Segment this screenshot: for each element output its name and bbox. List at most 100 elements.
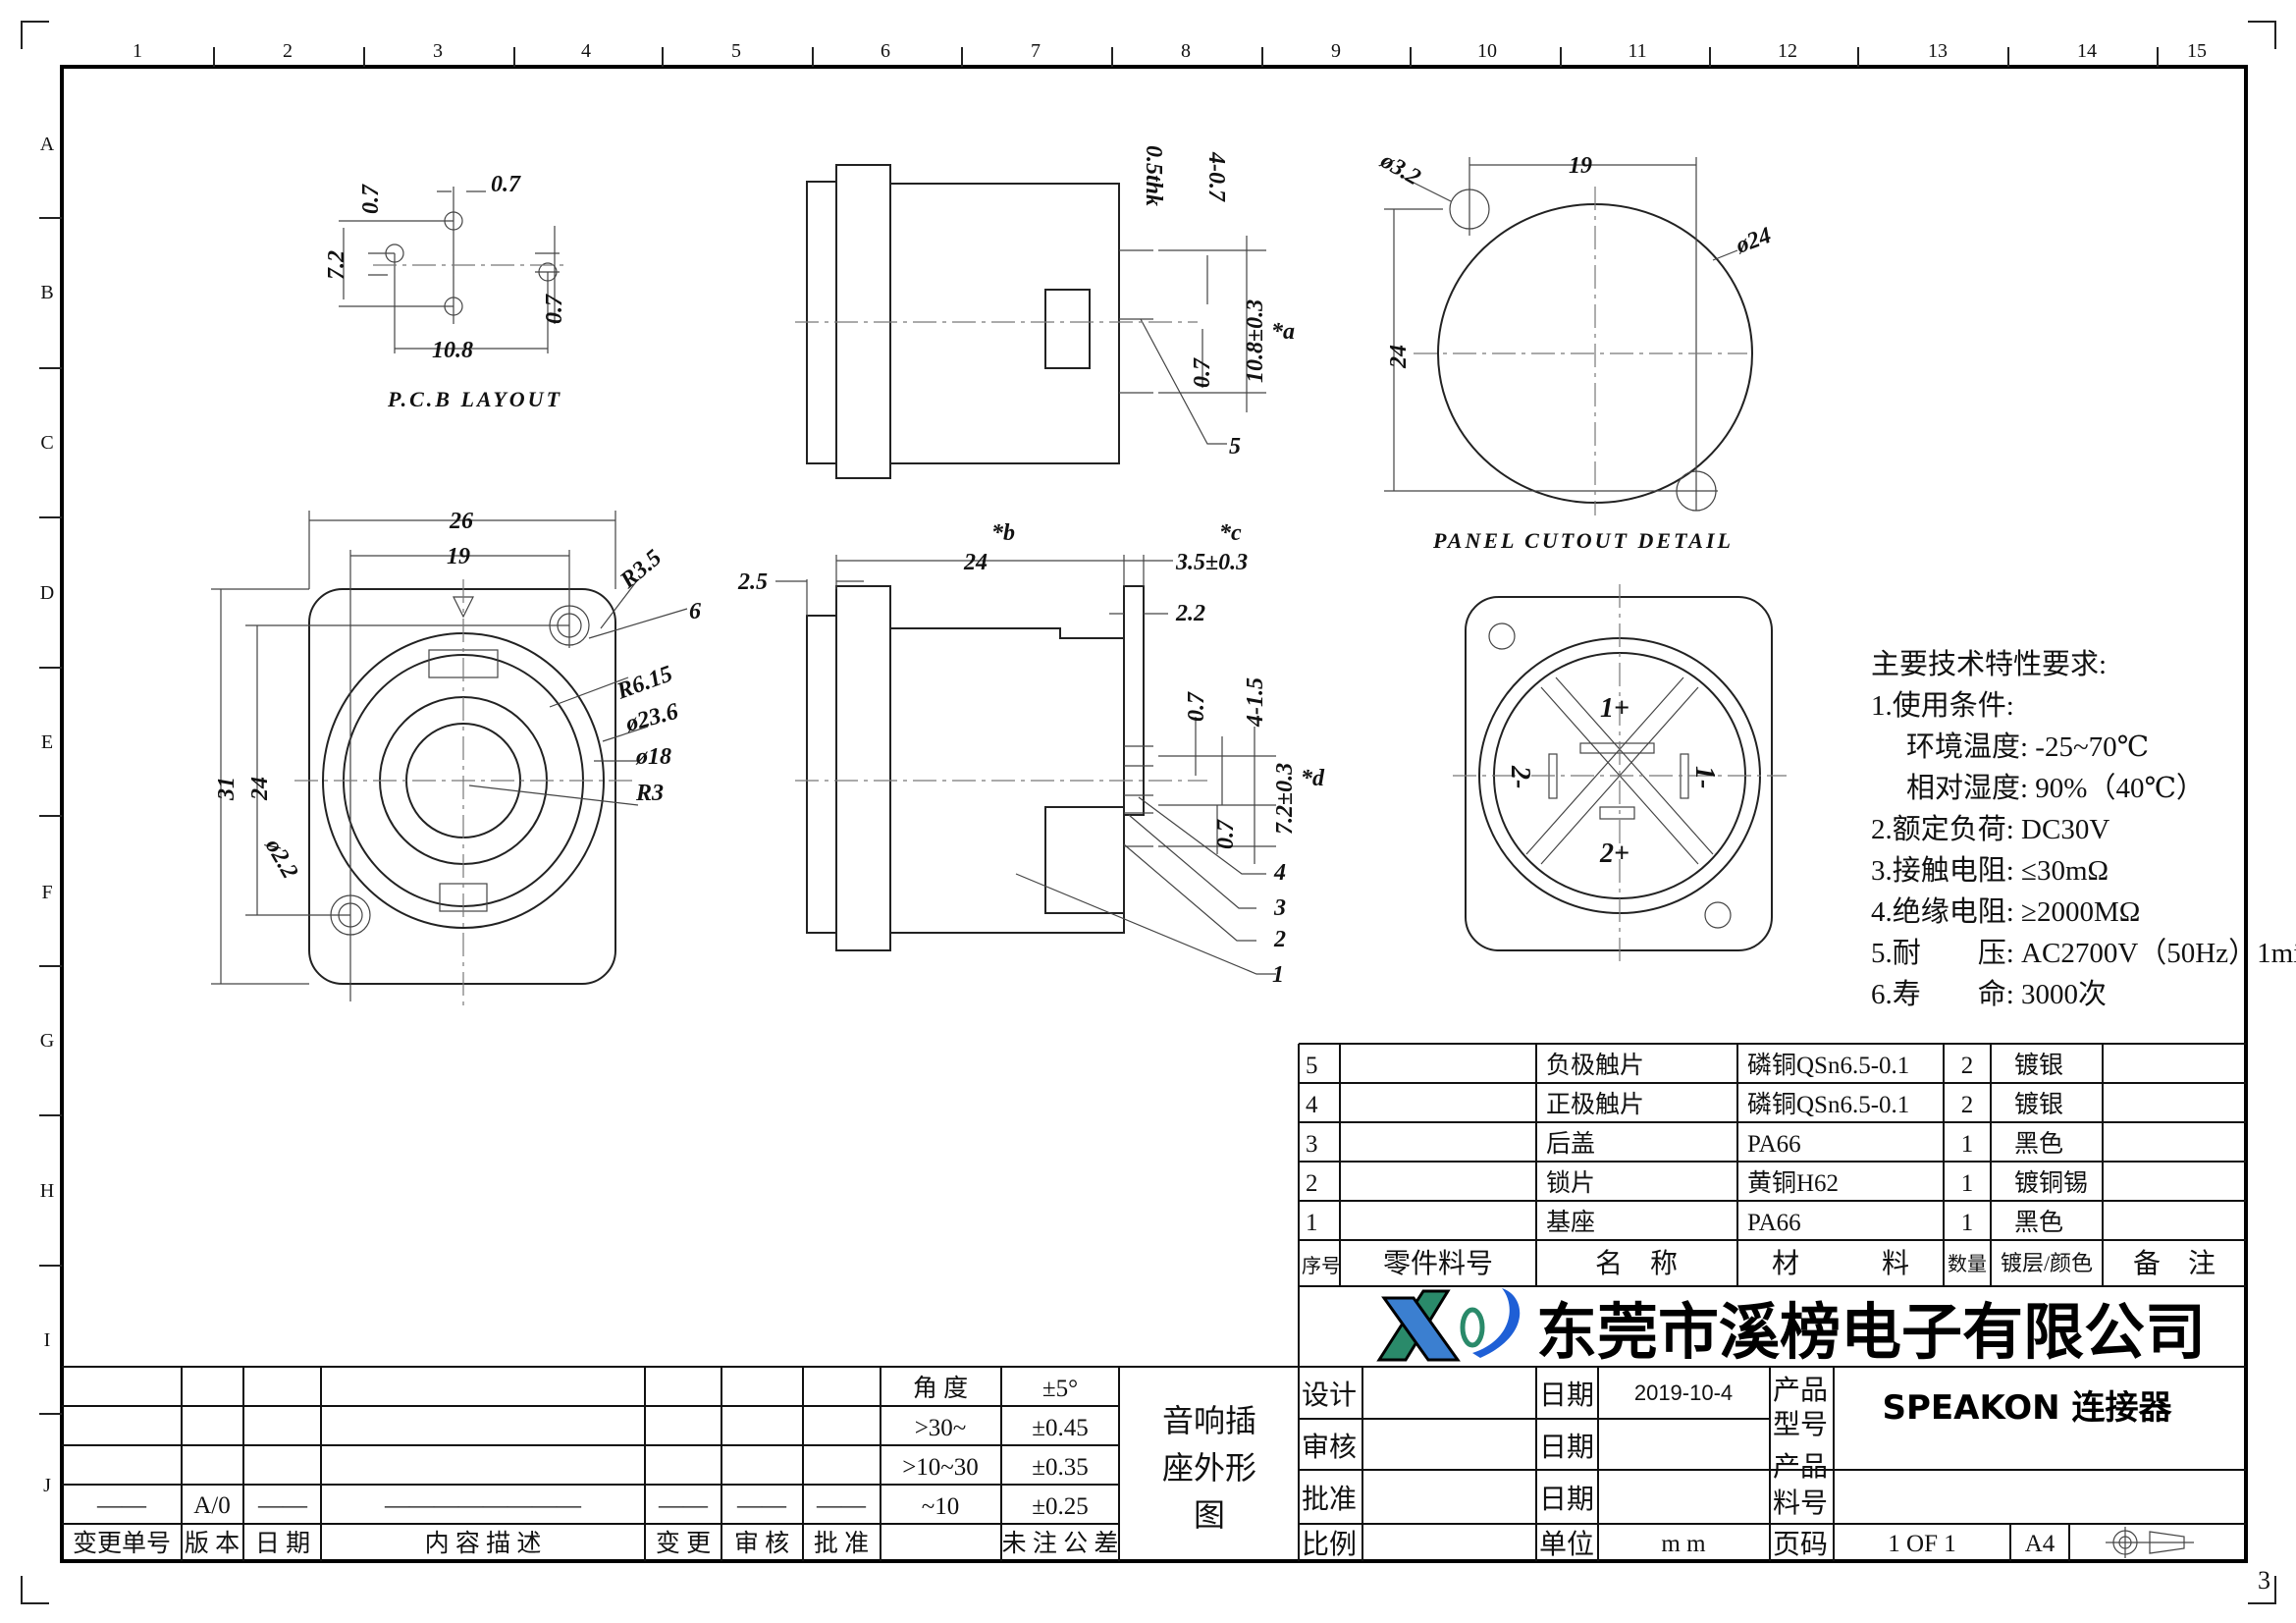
bom-cell-name: 后盖	[1546, 1130, 1595, 1158]
tolerance-value: ±0.45	[1032, 1415, 1088, 1441]
ruler-row-label: I	[44, 1329, 51, 1351]
ruler-row-label: A	[40, 134, 55, 155]
tolerance-range: ~10	[922, 1493, 960, 1520]
bom-cell-material: 磷铜QSn6.5-0.1	[1747, 1091, 1909, 1118]
bom-header-part-no: 零件料号	[1383, 1248, 1493, 1279]
ruler-column-label: 7	[1031, 40, 1041, 62]
projection-symbol-icon	[2106, 1527, 2194, 1558]
ruler-column-label: 1	[133, 40, 142, 62]
bom-cell-finish: 黑色	[2014, 1209, 2063, 1236]
unit-value: m m	[1661, 1531, 1706, 1557]
bom-cell-finish: 黑色	[2014, 1130, 2063, 1158]
bom-cell-name: 基座	[1546, 1209, 1595, 1236]
ruler-column-label: 12	[1778, 40, 1797, 62]
dim-label: 31	[214, 777, 240, 801]
dim-label: 26	[449, 509, 473, 534]
dim-label: 0.7	[491, 172, 521, 197]
tolerance-range: >30~	[915, 1415, 967, 1441]
callout-3: 3	[1273, 895, 1286, 921]
spec-line: 5.耐 压: AC2700V（50Hz）1min	[1871, 937, 2296, 969]
bom-header-qty: 数量	[1948, 1253, 1987, 1275]
callout-1: 1	[1272, 962, 1284, 988]
dim-label: 24	[247, 777, 273, 801]
rev-header-date: 日 期	[255, 1531, 310, 1557]
bom-cell-material: PA66	[1747, 1131, 1801, 1158]
rev-date: ——	[257, 1492, 308, 1519]
dim-label: 19	[1569, 153, 1592, 179]
page-label: 页码	[1773, 1530, 1828, 1560]
dim-label: R3	[635, 781, 664, 806]
bom-header-finish: 镀层/颜色	[2001, 1251, 2093, 1275]
rev-review: ——	[736, 1492, 787, 1519]
revision-block: 变更单号 版 本 日 期 内 容 描 述 变 更 审 核 批 准 未 注 公 差…	[62, 1366, 2246, 1561]
ruler-row-label: J	[43, 1475, 51, 1496]
date-label: 日期	[1539, 1380, 1594, 1411]
bom-cell-name: 锁片	[1546, 1169, 1595, 1197]
ruler-column-label: 10	[1477, 40, 1497, 62]
pin-label-1-minus: 1-	[1689, 766, 1720, 788]
drawing-title-line: 图	[1194, 1497, 1225, 1533]
ruler-row-label: B	[40, 282, 53, 303]
company-name: 东莞市溪榜电子有限公司	[1536, 1296, 2206, 1368]
bom-cell-no: 1	[1306, 1210, 1318, 1236]
pin-label-2-plus: 2+	[1599, 839, 1629, 869]
spec-line: 3.接触电阻: ≤30mΩ	[1871, 854, 2109, 887]
design-date: 2019-10-4	[1634, 1380, 1733, 1405]
front-view: 26 19 31 24 R3.5 6 R6.15 ø23.6 ø18 R3 ø2…	[211, 509, 701, 1011]
dim-label: 10.8	[432, 338, 473, 363]
spec-line: 4.绝缘电阻: ≥2000MΩ	[1871, 895, 2140, 928]
technical-specs: 主要技术特性要求: 1.使用条件: 环境温度: -25~70℃ 相对湿度: 90…	[1871, 648, 2296, 1010]
bom-cell-qty: 2	[1961, 1053, 1974, 1079]
dim-label: 3.5±0.3	[1175, 550, 1248, 575]
sheet-size: A4	[2025, 1531, 2056, 1557]
note-a: *a	[1271, 319, 1295, 345]
view-title: P.C.B LAYOUT	[387, 387, 562, 411]
dim-label: 0.7	[1190, 357, 1215, 388]
ruler-column-label: 11	[1628, 40, 1646, 62]
dim-label: ø2.2	[259, 834, 302, 883]
date-label: 日期	[1539, 1485, 1594, 1515]
bom-cell-finish: 镀银	[2014, 1091, 2063, 1118]
note-c: *c	[1219, 520, 1242, 546]
rear-view: 1+ 2+ 1- 2-	[1453, 584, 1787, 967]
tolerance-value: ±0.35	[1032, 1454, 1088, 1481]
bom-cell-material: 黄铜H62	[1747, 1169, 1839, 1197]
spec-line: 2.额定负荷: DC30V	[1871, 813, 2109, 845]
pin-label-1-plus: 1+	[1600, 693, 1629, 724]
scale-label: 比例	[1302, 1529, 1357, 1560]
dim-label: 24	[1386, 345, 1412, 369]
pcb-layout-view: 0.7 0.7 7.2 10.8 0.7 P.C.B LAYOUT	[324, 172, 569, 411]
ruler-column-label: 6	[881, 40, 890, 62]
ruler-column-label: 8	[1181, 40, 1191, 62]
ruler-row-label: G	[40, 1030, 54, 1052]
ruler-column-label: 2	[283, 40, 293, 62]
rev-change-no: ——	[96, 1492, 147, 1519]
bom-cell-qty: 1	[1961, 1131, 1974, 1158]
dim-label: 7.2±0.3	[1272, 763, 1298, 835]
ruler-row-label: H	[40, 1180, 54, 1202]
bom-cell-name: 负极触片	[1546, 1052, 1644, 1079]
dim-label: 2.2	[1175, 601, 1205, 626]
ruler-row-label: F	[41, 882, 52, 903]
company-logo	[1376, 1288, 1521, 1362]
dim-label: 7.2	[324, 250, 349, 280]
bom-cell-no: 4	[1306, 1092, 1318, 1118]
dim-label: 0.7	[1184, 691, 1209, 722]
note-b: *b	[991, 520, 1015, 546]
dim-label: 0.7	[542, 294, 567, 324]
spec-line: 环境温度: -25~70℃	[1906, 730, 2149, 763]
callout-2: 2	[1273, 927, 1286, 952]
date-label: 日期	[1539, 1433, 1594, 1463]
design-label: 设计	[1302, 1380, 1357, 1411]
product-model: SPEAKON 连接器	[1883, 1388, 2173, 1428]
dim-label: 2.5	[737, 569, 768, 595]
rev-header-approve: 批 准	[814, 1530, 869, 1557]
side-view-top: 0.5thk 4-0.7 10.8±0.3 *a 0.7 5	[795, 145, 1295, 479]
rev-header-version: 版 本	[185, 1530, 240, 1557]
bom-header-material: 材 料	[1772, 1248, 1909, 1279]
tolerance-value: ±5°	[1042, 1376, 1078, 1402]
tolerance-range: >10~30	[902, 1454, 979, 1481]
rev-description: ————————	[384, 1492, 582, 1519]
